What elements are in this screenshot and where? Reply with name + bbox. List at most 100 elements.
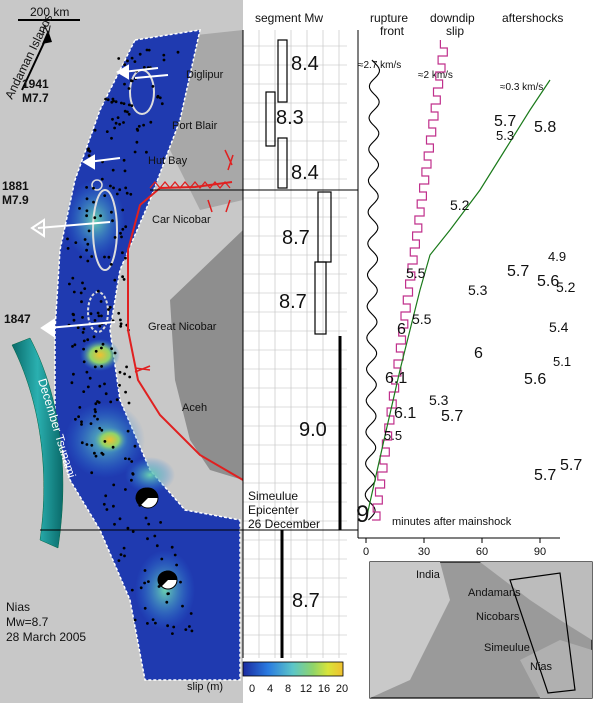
aftershock-dot <box>72 318 76 322</box>
aftershock-dot <box>151 85 155 88</box>
aftershock-dot <box>105 508 109 511</box>
aftershock-mag: 6.1 <box>385 370 407 387</box>
aftershock-dot <box>190 629 194 633</box>
aftershock-dot <box>104 392 108 396</box>
aftershock-dot <box>122 546 126 550</box>
aftershock-dot <box>109 400 113 404</box>
trench-line <box>127 181 244 481</box>
aftershock-dot <box>85 443 89 446</box>
aftershock-dot <box>121 227 125 231</box>
displacement-arrows <box>30 64 169 338</box>
aftershock-dot <box>87 229 91 233</box>
aftershock-dot <box>124 457 127 460</box>
aftershock-dot <box>82 360 86 364</box>
slip-colorbar <box>242 661 344 677</box>
aftershock-dot <box>93 365 97 369</box>
aftershock-mag: 4.9 <box>548 249 566 264</box>
aftershock-dot <box>133 444 137 448</box>
epicenter-line3: 26 December <box>248 517 320 531</box>
col-rupture-2: front <box>380 24 405 38</box>
aftershock-dot <box>127 87 131 90</box>
aftershock-dot <box>107 255 111 259</box>
aftershock-dot <box>162 53 166 57</box>
aftershock-dot <box>111 117 114 121</box>
aftershock-dot <box>66 247 70 250</box>
aftershock-dot <box>92 186 95 190</box>
aftershock-dot <box>111 219 114 223</box>
aftershock-dot <box>142 66 146 69</box>
place-label: Great Nicobar <box>148 321 217 333</box>
aftershock-mag: 5.7 <box>534 467 556 484</box>
nias-date: 28 March 2005 <box>6 630 86 644</box>
aftershock-dot <box>119 324 123 328</box>
aftershock-mag: 5.7 <box>441 408 463 425</box>
aftershock-dot <box>122 102 126 105</box>
aftershock-dot <box>109 263 113 266</box>
aftershock-dot <box>94 402 98 406</box>
aftershock-dot <box>133 60 137 63</box>
aftershock-dot <box>112 483 116 487</box>
aftershock-dot <box>157 585 161 588</box>
aftershock-dot <box>122 158 126 162</box>
aftershock-dot <box>80 423 83 426</box>
aftershock-dot <box>170 545 174 549</box>
aftershock-mag: 5.1 <box>553 354 571 369</box>
aftershock-dot <box>145 48 149 52</box>
aftershock-dot <box>124 256 127 260</box>
colorbar-tick: 20 <box>336 683 348 695</box>
aftershock-dot <box>109 184 112 188</box>
aftershock-dot <box>103 255 106 259</box>
aftershock-dot <box>175 563 179 567</box>
aftershock-dot <box>78 207 81 210</box>
aftershock-dot <box>94 349 98 353</box>
aftershock-dot <box>165 600 169 604</box>
aftershock-dot <box>90 443 94 447</box>
aftershock-dot <box>115 398 119 402</box>
aftershock-dot <box>188 625 191 628</box>
aftershock-dot <box>66 237 69 241</box>
beachball-icon <box>135 487 159 509</box>
aftershock-dot <box>82 347 85 351</box>
inset-label: India <box>416 569 441 581</box>
aftershock-mag: 5.3 <box>429 392 449 408</box>
aftershock-dot <box>74 417 77 421</box>
nias-name: Nias <box>6 600 30 614</box>
col-aftershocks: aftershocks <box>502 11 563 25</box>
aftershock-dot <box>77 415 80 418</box>
aftershock-dot <box>138 52 142 56</box>
aftershock-dot <box>123 63 126 66</box>
aftershock-dot <box>123 554 126 558</box>
arrow-head-icon <box>40 318 55 338</box>
aftershock-dot <box>114 121 118 125</box>
sumatra-land <box>170 230 243 480</box>
aftershock-dot <box>189 612 193 615</box>
aftershock-mag: 5.6 <box>537 273 559 290</box>
aftershock-dot <box>86 385 90 389</box>
epicenter-line1: Simeulue <box>248 489 298 503</box>
aftershock-dot <box>123 109 127 113</box>
aftershock-dot <box>179 580 182 584</box>
colorbar-tick: 12 <box>300 683 312 695</box>
place-label: Diglipur <box>186 69 224 81</box>
aftershock-dot <box>147 522 151 526</box>
aftershock-dot <box>142 123 146 127</box>
aftershock-dot <box>82 327 86 331</box>
segment-mw: 8.7 <box>292 590 320 612</box>
aftershock-dot <box>93 216 97 220</box>
aftershock-dot <box>93 319 97 322</box>
aftershock-dot <box>173 553 177 557</box>
aftershock-dot <box>139 586 143 590</box>
aftershock-dot <box>107 308 110 311</box>
aftershock-dot <box>100 346 103 350</box>
aftershock-dot <box>114 100 118 104</box>
aftershock-dot <box>119 231 122 235</box>
aftershock-dot <box>130 478 133 482</box>
inset-map: India Andamans Nicobars Simeulue Nias <box>369 561 593 699</box>
aftershock-dot <box>166 624 170 628</box>
aftershock-dot <box>94 410 97 414</box>
mainshock-mag: 9 <box>356 501 369 528</box>
aftershock-dot <box>111 445 115 449</box>
aftershock-dot <box>120 235 123 239</box>
aftershock-dot <box>93 408 97 411</box>
